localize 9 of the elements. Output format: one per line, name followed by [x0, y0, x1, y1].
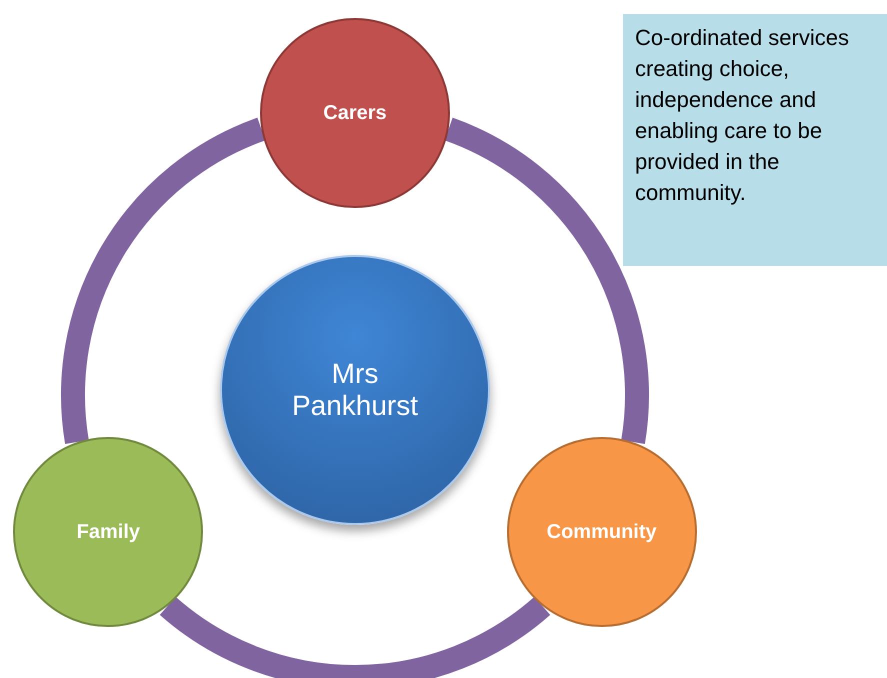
- ring-arc: [160, 596, 550, 678]
- node-label: Mrs Pankhurst: [290, 358, 420, 422]
- ring-arc: [61, 118, 266, 444]
- node-label: Co-ordinated services creating choice, independence and enabling care to be provided in the community.: [635, 25, 849, 205]
- text-box: [623, 14, 887, 266]
- ring-arc: [444, 118, 649, 444]
- node-label: Carers: [323, 101, 387, 126]
- node-label: Family: [76, 520, 140, 545]
- node-label: Community: [546, 520, 657, 545]
